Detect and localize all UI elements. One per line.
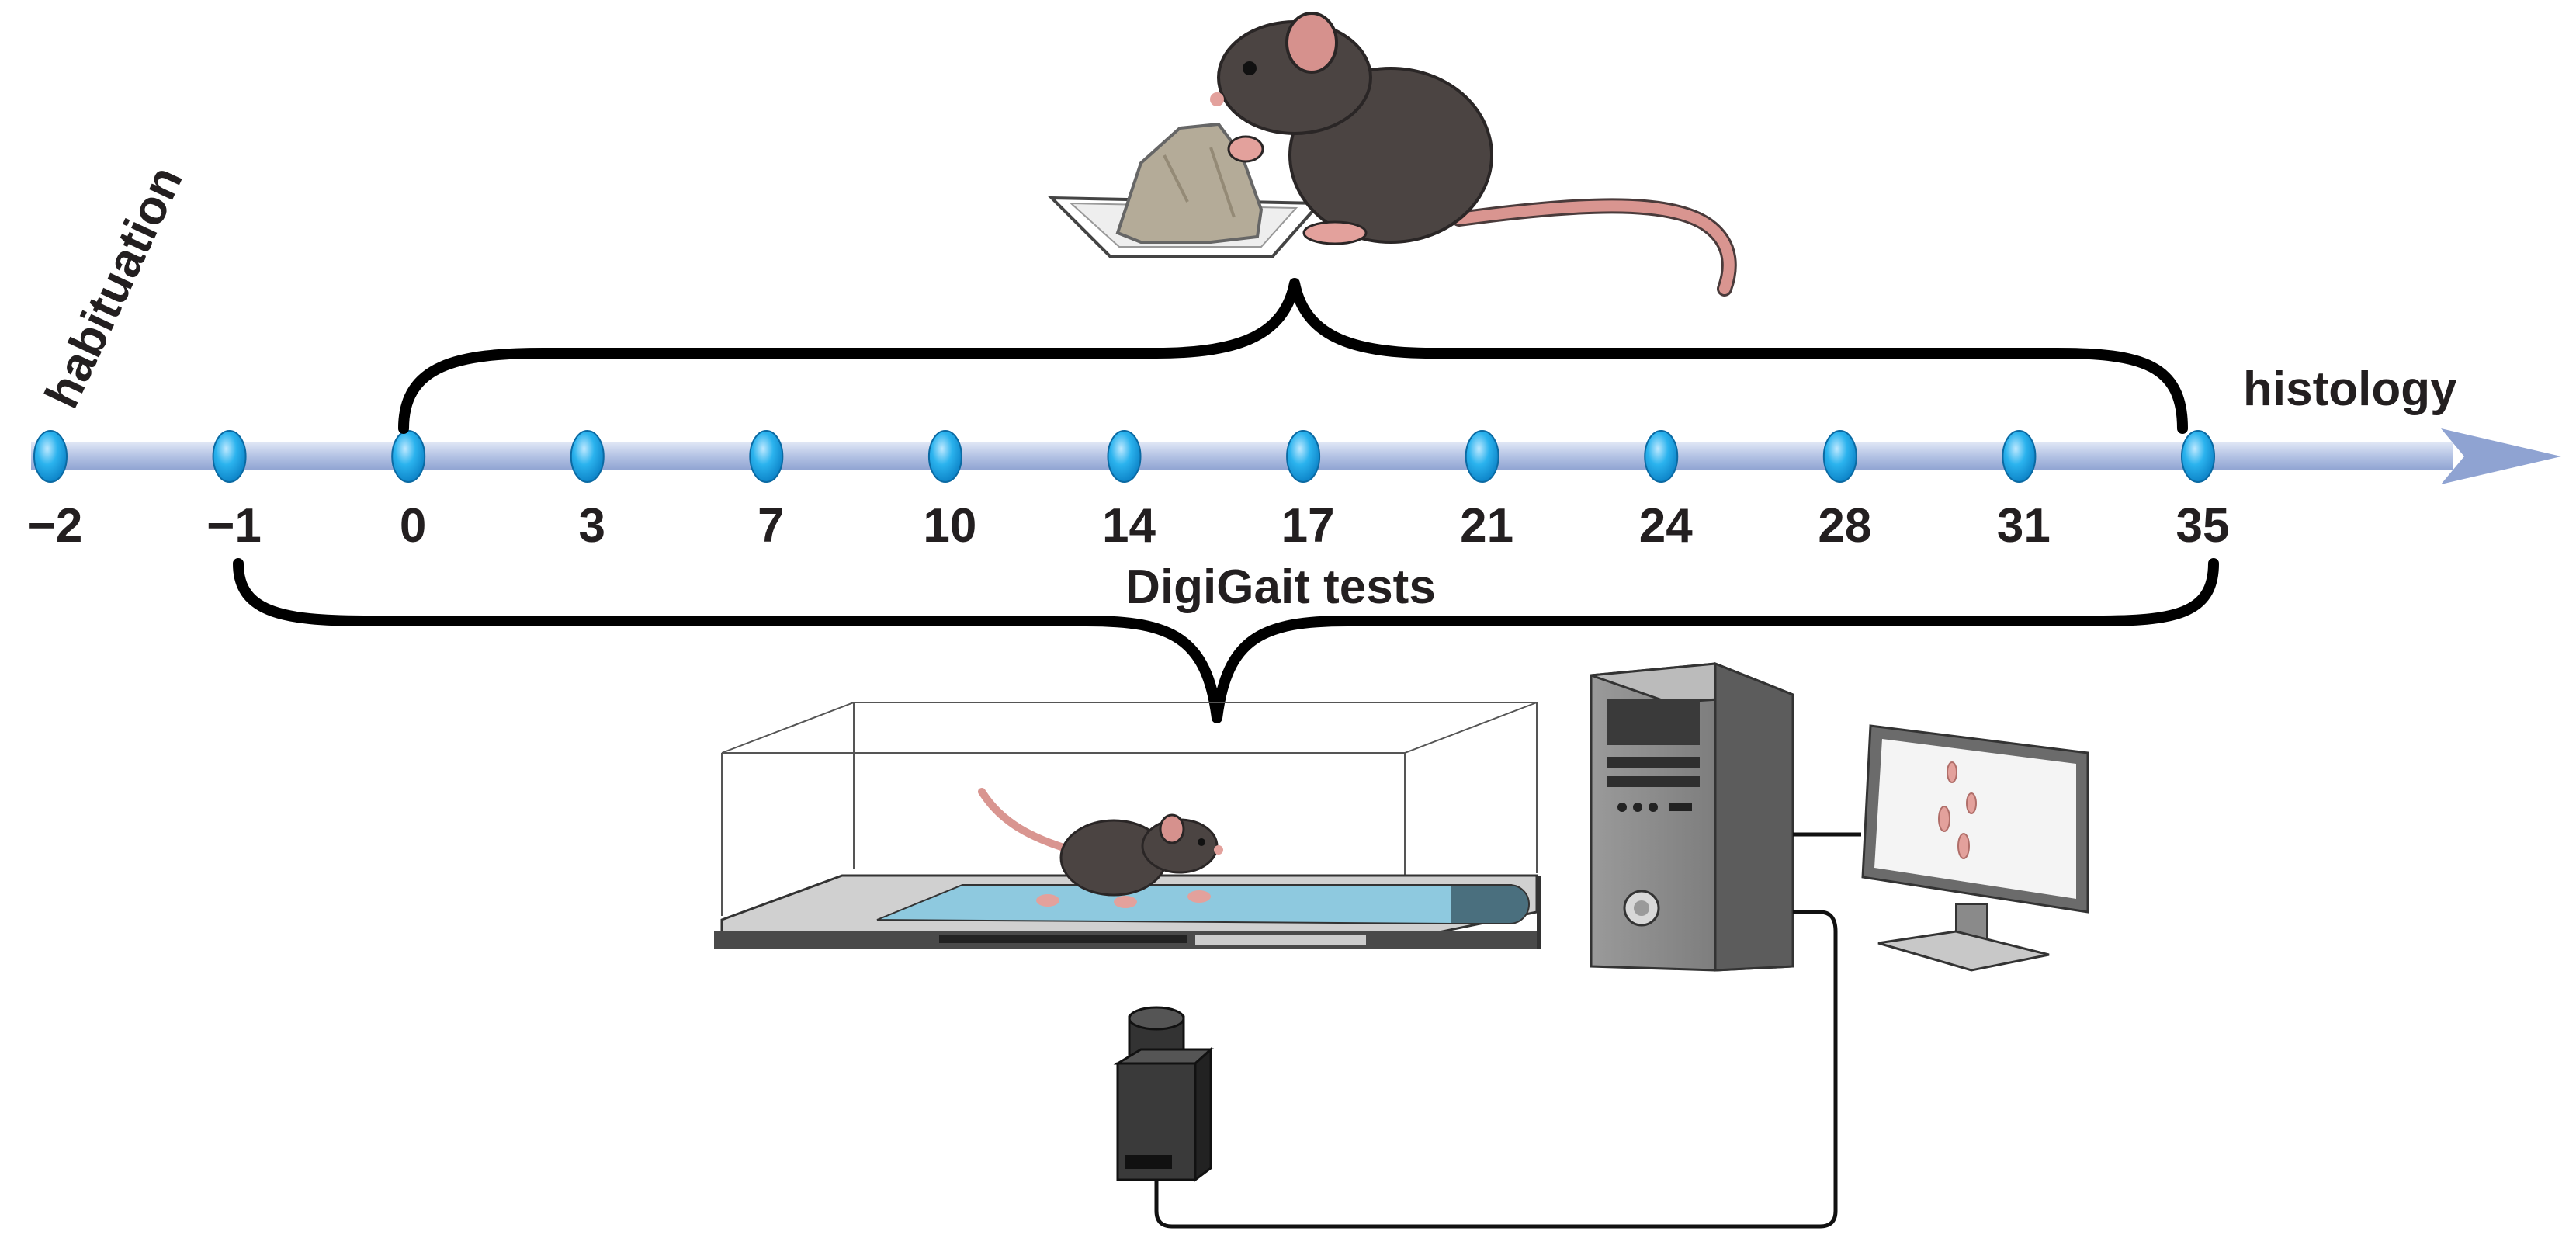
timeline-day-label: −2 (28, 499, 83, 553)
timeline-day-label: 17 (1281, 499, 1335, 553)
timeline-day-label: −1 (206, 499, 262, 553)
timeline-day-label: 10 (923, 499, 976, 553)
computer-tower-icon (1590, 661, 1794, 972)
timeline-day-label: 24 (1639, 499, 1693, 553)
timeline-node-1 (212, 430, 247, 483)
timeline-node-7 (1286, 430, 1321, 483)
timeline-node-12 (2181, 430, 2215, 483)
timeline-day-labels: −2 −1 0 3 7 10 14 17 21 24 28 31 35 (28, 499, 2230, 553)
timeline-day-label: 35 (2176, 499, 2230, 553)
mouse-eating-icon (1048, 12, 1737, 297)
axis-arrowhead (2441, 428, 2561, 484)
timeline-node-5 (927, 430, 962, 483)
digigait-tests-label: DigiGait tests (1125, 560, 1436, 614)
habituation-label: habituation (35, 158, 193, 416)
timeline-node-8 (1465, 430, 1499, 483)
digigait-tests-brace (233, 558, 2219, 723)
timeline-node-0 (33, 430, 68, 483)
timeline-day-label: 0 (400, 499, 426, 553)
timeline-node-9 (1644, 430, 1679, 483)
timeline-day-label: 14 (1102, 499, 1156, 553)
cables (1154, 832, 1861, 1229)
diet-period-brace (398, 278, 2188, 434)
timeline-axis (31, 428, 2561, 484)
treadmill-icon (714, 702, 1541, 949)
timeline-day-label: 7 (758, 499, 784, 553)
monitor-icon (1861, 724, 2089, 972)
timeline-node-6 (1107, 430, 1142, 483)
timeline-day-label: 28 (1818, 499, 1871, 553)
timeline-day-label: 3 (579, 499, 605, 553)
timeline-node-10 (1822, 430, 1857, 483)
timeline-node-2 (391, 430, 426, 483)
timeline-day-label: 31 (1997, 499, 2051, 553)
timeline-day-label: 21 (1460, 499, 1513, 553)
timeline-node-4 (749, 430, 784, 483)
camera-icon (1113, 1006, 1214, 1182)
timeline-node-3 (570, 430, 605, 483)
histology-label: histology (2243, 362, 2457, 416)
timeline-node-11 (2002, 430, 2037, 483)
